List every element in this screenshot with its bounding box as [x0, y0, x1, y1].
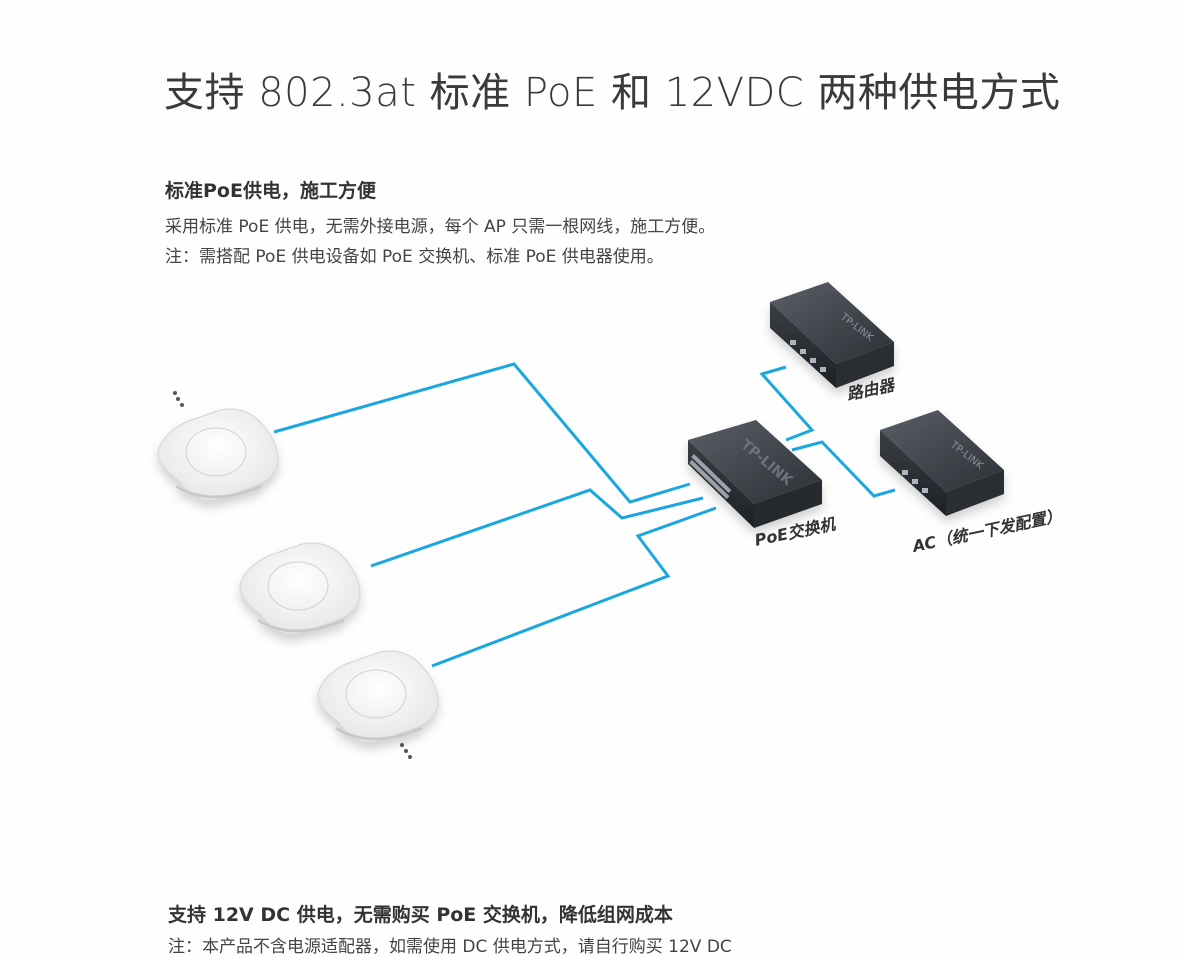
- ac-controller-device: TP-LINK: [880, 410, 1004, 516]
- network-diagram: TP-LINK 路由器 TP-LINK PoE交换机 TP-LINK AC（统一…: [157, 282, 1063, 759]
- cable-ap3-switch: [431, 506, 717, 668]
- cable-ap2-switch: [370, 488, 704, 568]
- poe-section-note: 注：需搭配 PoE 供电设备如 PoE 交换机、标准 PoE 供电器使用。: [165, 247, 664, 267]
- dc-section-heading: 支持 12V DC 供电，无需购买 PoE 交换机，降低组网成本: [168, 904, 673, 926]
- cable-switch-router: [759, 365, 815, 442]
- poe-section-heading: 标准PoE供电，施工方便: [165, 180, 376, 202]
- access-point-1: [157, 408, 279, 502]
- signal-dots-icon: [173, 391, 184, 407]
- ethernet-cables: [273, 362, 896, 668]
- dc-section-note: 注：本产品不含电源适配器，如需使用 DC 供电方式，请自行购买 12V DC: [168, 937, 732, 957]
- signal-dots-icon: [400, 743, 412, 759]
- access-point-2: [239, 542, 361, 636]
- access-point-3: [317, 650, 439, 744]
- router-device: TP-LINK: [770, 282, 894, 388]
- cable-switch-ac: [791, 440, 896, 498]
- page-title: 支持 802.3at 标准 PoE 和 12VDC 两种供电方式: [164, 70, 1061, 116]
- ac-controller-label: AC（统一下发配置）: [909, 506, 1063, 557]
- poe-switch-device: TP-LINK: [688, 420, 822, 528]
- poe-section-description: 采用标准 PoE 供电，无需外接电源，每个 AP 只需一根网线，施工方便。: [165, 217, 716, 237]
- cable-ap1-switch: [273, 362, 691, 504]
